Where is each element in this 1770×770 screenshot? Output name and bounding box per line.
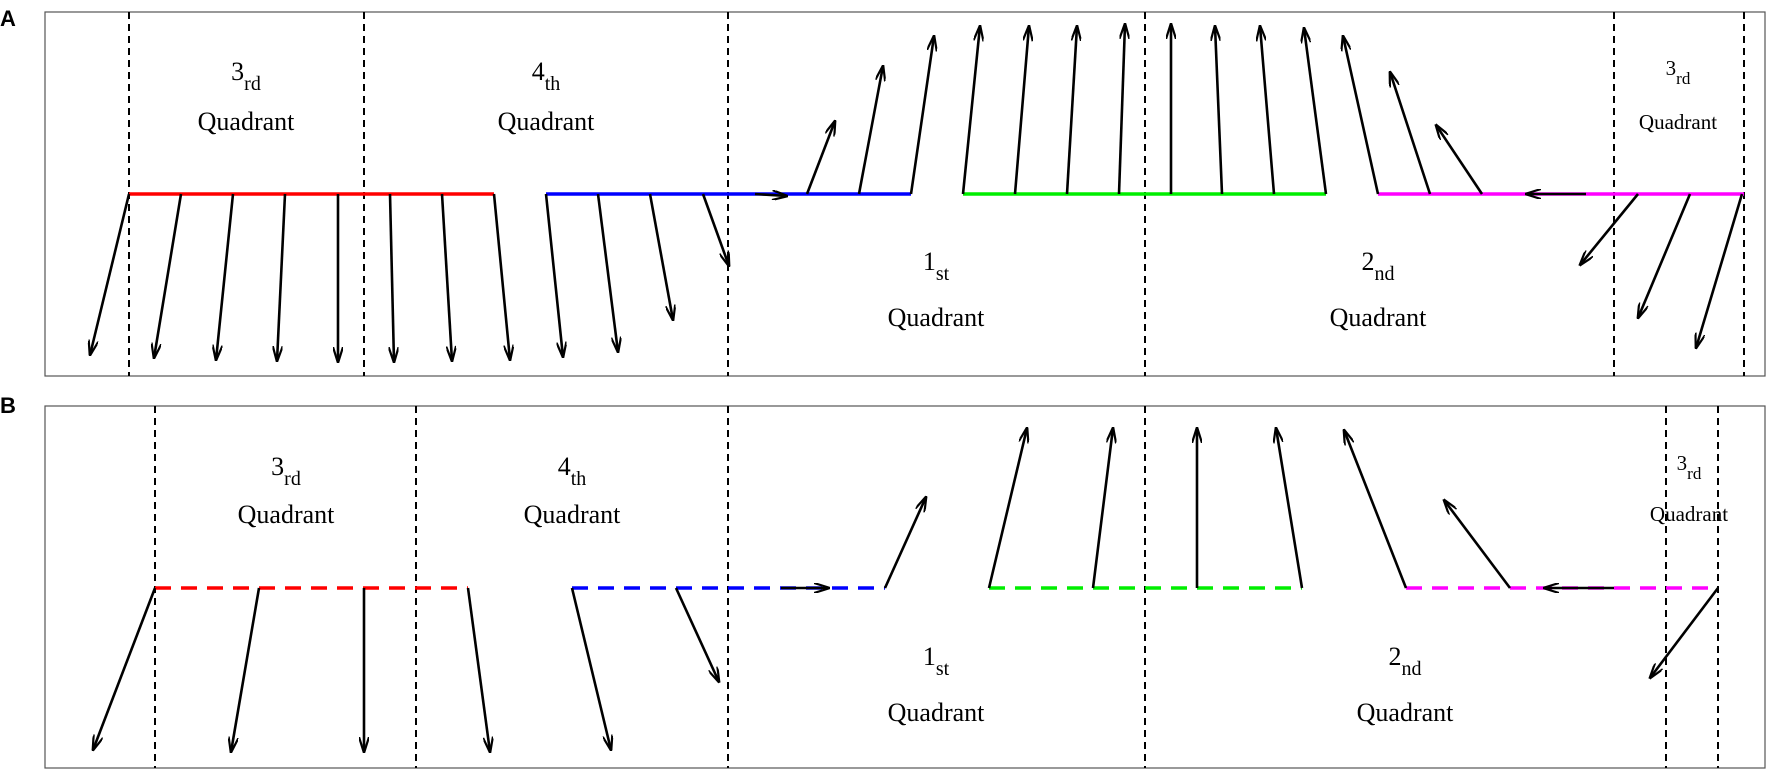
panel-a-arrows: [90, 24, 1744, 362]
quadrant-label-word: Quadrant: [1330, 303, 1428, 332]
panel-b-frame: [44, 405, 1766, 769]
panel-a-letter: A: [0, 6, 16, 31]
arrow: [154, 193, 183, 358]
arrow: [754, 194, 787, 196]
arrow: [277, 193, 287, 361]
arrow: [1276, 428, 1304, 589]
panel-b-quadrant-labels: 3rd Quadrant 4th Quadrant 1st Quadrant 2…: [238, 451, 1729, 727]
arrow: [961, 26, 980, 195]
arrow: [857, 66, 883, 195]
quadrant-label-word: Quadrant: [1650, 502, 1728, 526]
arrow: [440, 193, 452, 361]
quadrant-label-word: Quadrant: [198, 107, 296, 136]
arrow: [1638, 193, 1692, 318]
arrow: [648, 193, 673, 320]
quadrant-label: 4th: [558, 452, 587, 490]
quadrant-label-word: Quadrant: [1639, 110, 1717, 134]
arrow: [1304, 28, 1328, 195]
arrow: [216, 193, 235, 360]
arrow: [909, 36, 934, 195]
quadrant-label: 2nd: [1362, 247, 1395, 285]
arrow: [883, 497, 926, 589]
arrow: [805, 121, 835, 195]
arrow: [1117, 24, 1125, 195]
arrow: [1013, 26, 1029, 195]
quadrant-label-word: Quadrant: [1357, 698, 1455, 727]
arrow: [93, 587, 157, 750]
quadrant-label: 2nd: [1389, 642, 1422, 680]
quadrant-label-word: Quadrant: [524, 500, 622, 529]
arrow: [1260, 26, 1276, 195]
arrow: [596, 193, 618, 352]
arrow: [1436, 125, 1484, 195]
panel-b: B: [0, 393, 1766, 769]
quadrant-label: 3rd: [1677, 451, 1702, 483]
panel-a-quadrant-labels: 3rd Quadrant 4th Quadrant 1st Quadrant 2…: [198, 56, 1718, 332]
panel-b-letter: B: [0, 393, 16, 418]
arrow: [1344, 430, 1408, 589]
arrow: [674, 587, 719, 682]
quadrant-label: 4th: [532, 57, 561, 95]
arrow: [1343, 36, 1380, 195]
arrow: [1065, 26, 1077, 195]
arrow: [570, 587, 611, 750]
quadrant-label: 1st: [923, 247, 950, 285]
quadrant-label-word: Quadrant: [888, 698, 986, 727]
arrow: [231, 587, 261, 752]
arrow: [1215, 26, 1224, 195]
quadrant-label-word: Quadrant: [888, 303, 986, 332]
quadrant-label-word: Quadrant: [498, 107, 596, 136]
panel-a-frame: [44, 11, 1766, 377]
panel-a-quadrant-dividers: [128, 12, 1745, 376]
quadrant-label: 3rd: [271, 452, 301, 490]
quadrant-label-word: Quadrant: [238, 500, 336, 529]
arrow: [544, 193, 563, 357]
arrow: [1390, 72, 1432, 195]
quadrant-label: 1st: [923, 642, 950, 680]
arrow: [987, 428, 1027, 589]
arrow: [1091, 428, 1113, 589]
arrow: [90, 193, 131, 355]
arrow: [701, 193, 729, 266]
arrow: [1696, 193, 1744, 348]
arrow: [466, 587, 490, 752]
arrow: [1444, 500, 1512, 589]
arrow: [492, 193, 510, 360]
panel-a: A: [0, 6, 1766, 377]
panel-b-arrows: [93, 428, 1720, 752]
quadrant-label: 3rd: [231, 57, 261, 95]
arrow: [1650, 587, 1720, 678]
arrow: [390, 193, 394, 362]
quadrant-label: 3rd: [1666, 56, 1691, 88]
arrow: [1580, 193, 1640, 265]
